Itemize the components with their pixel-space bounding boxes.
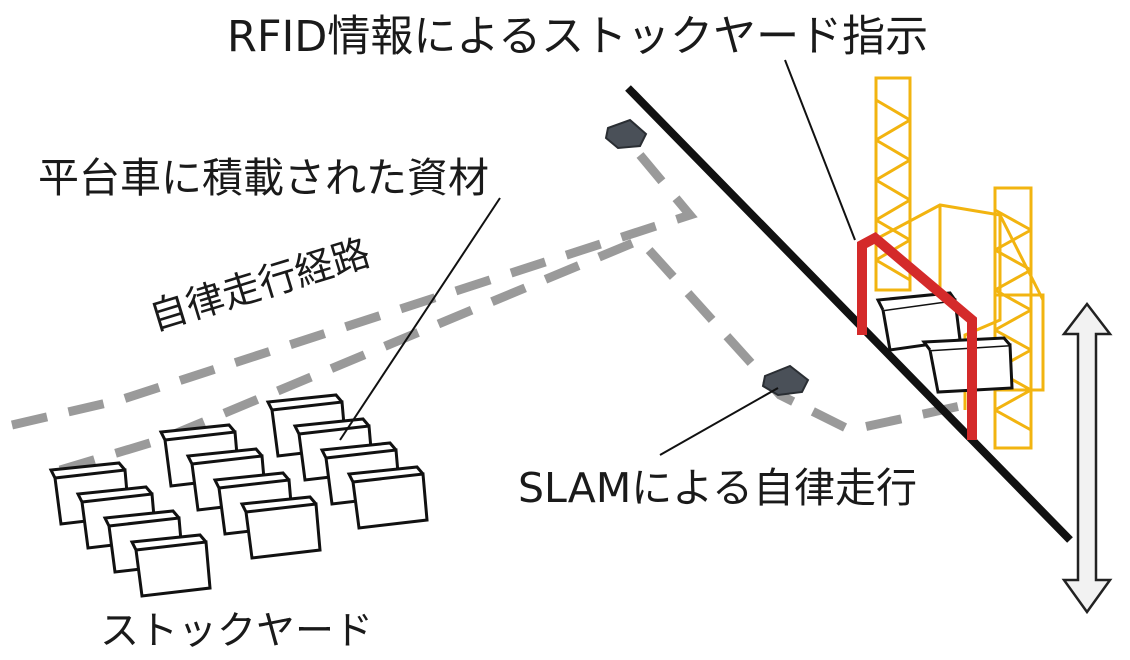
slam-driving-label: SLAMによる自律走行 bbox=[518, 464, 917, 512]
scaffold-tower-front bbox=[993, 186, 1033, 450]
stockyard-cart bbox=[346, 465, 429, 530]
slam-robot-near bbox=[761, 364, 810, 397]
stockyard-carts bbox=[48, 393, 429, 598]
rfid-instruction-label: RFID情報によるストックヤード指示 bbox=[227, 12, 929, 62]
stockyard-cart bbox=[129, 533, 212, 598]
red-gate-frame bbox=[857, 231, 977, 440]
leader-lines bbox=[339, 59, 856, 456]
vertical-double-arrow bbox=[1061, 301, 1113, 615]
loaded-materials-label: 平台車に積載された資材 bbox=[38, 154, 489, 202]
stockyard-cart bbox=[239, 495, 322, 560]
slam-robot-far bbox=[604, 118, 648, 150]
lift-carts bbox=[875, 291, 1014, 394]
stockyard-label: ストックヤード bbox=[100, 609, 374, 654]
autonomous-route-path bbox=[10, 152, 966, 475]
building-edge-line bbox=[625, 85, 1073, 543]
